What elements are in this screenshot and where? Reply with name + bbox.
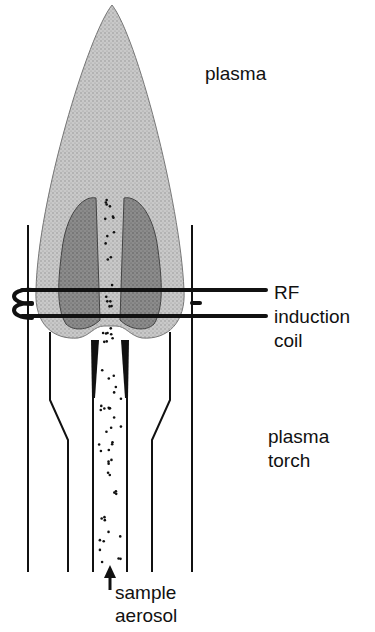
particle <box>109 205 112 208</box>
intermediate-tube-wall <box>152 332 170 572</box>
flow-arrow <box>109 576 112 590</box>
particle <box>106 300 109 303</box>
particle <box>109 407 112 410</box>
particle <box>105 201 108 204</box>
aerosol-particles <box>98 199 122 564</box>
particle <box>110 256 113 259</box>
particle <box>110 333 113 336</box>
particle <box>103 341 106 344</box>
particle <box>109 300 112 303</box>
particle <box>107 460 110 463</box>
particle <box>99 539 102 542</box>
part-label: sample aerosol <box>115 581 195 629</box>
particle <box>102 332 105 335</box>
particle <box>101 561 104 564</box>
particle <box>103 407 106 410</box>
particle <box>107 406 110 409</box>
flow-arrowhead <box>104 565 116 578</box>
particle <box>100 405 103 408</box>
plasma-hot-zone <box>120 198 161 329</box>
particle <box>110 459 113 462</box>
outer-tube-wall <box>27 225 29 572</box>
particle <box>120 397 123 400</box>
particle <box>112 374 115 377</box>
particle <box>102 540 105 543</box>
part-label: plasma torch <box>268 425 348 473</box>
particle <box>111 337 114 340</box>
particle <box>105 340 108 343</box>
particle <box>105 199 108 202</box>
particle <box>110 305 113 308</box>
injector-tip <box>121 340 129 398</box>
coil-turn <box>22 314 266 318</box>
particle <box>101 369 104 372</box>
particle <box>113 391 116 394</box>
injector-tip <box>91 340 99 398</box>
particle <box>113 231 116 234</box>
particle <box>117 557 120 560</box>
particle <box>105 295 108 298</box>
particle <box>99 549 102 552</box>
plasma-hot-zone <box>59 198 100 329</box>
particle <box>104 519 107 522</box>
particle <box>109 327 112 330</box>
particle <box>119 535 122 538</box>
particle <box>106 258 109 261</box>
rf-coil <box>14 290 266 318</box>
particle <box>107 531 110 534</box>
particle <box>105 332 108 335</box>
particle <box>108 449 111 452</box>
particle <box>120 425 123 428</box>
particle <box>104 242 107 245</box>
outer-tube-wall <box>191 225 193 572</box>
part-label: plasma <box>205 62 295 86</box>
particle <box>110 426 113 429</box>
particle <box>107 472 110 475</box>
particle <box>104 218 107 221</box>
particle <box>115 490 118 493</box>
particle <box>98 443 101 446</box>
particle <box>113 416 116 419</box>
particle <box>100 450 103 453</box>
particle <box>108 377 111 380</box>
particle <box>103 516 106 519</box>
particle <box>106 235 109 238</box>
particle <box>112 215 115 218</box>
part-label: RF induction coil <box>274 281 370 352</box>
particle <box>108 407 111 410</box>
particle <box>111 284 114 287</box>
intermediate-tube-wall <box>50 332 68 572</box>
particle <box>115 386 118 389</box>
particle <box>105 430 108 433</box>
particle <box>108 474 111 477</box>
particle <box>111 441 114 444</box>
coil-turn <box>22 288 266 292</box>
particle <box>99 409 102 412</box>
coil-turn <box>192 301 200 305</box>
particle <box>100 517 103 520</box>
